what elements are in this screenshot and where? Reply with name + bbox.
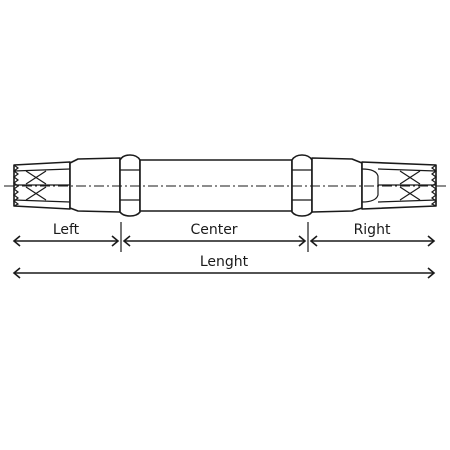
left-shaft-step	[69, 157, 121, 213]
label-length: Lenght	[200, 254, 249, 270]
dimension-length	[12, 267, 436, 279]
dimension-left	[12, 235, 120, 247]
dimension-right	[309, 235, 436, 247]
label-right: Right	[354, 222, 391, 238]
spindle-shaft	[4, 154, 446, 217]
label-center: Center	[190, 222, 237, 238]
dimension-center	[122, 235, 307, 247]
right-shaft-step	[311, 157, 363, 213]
label-left: Left	[53, 222, 80, 238]
